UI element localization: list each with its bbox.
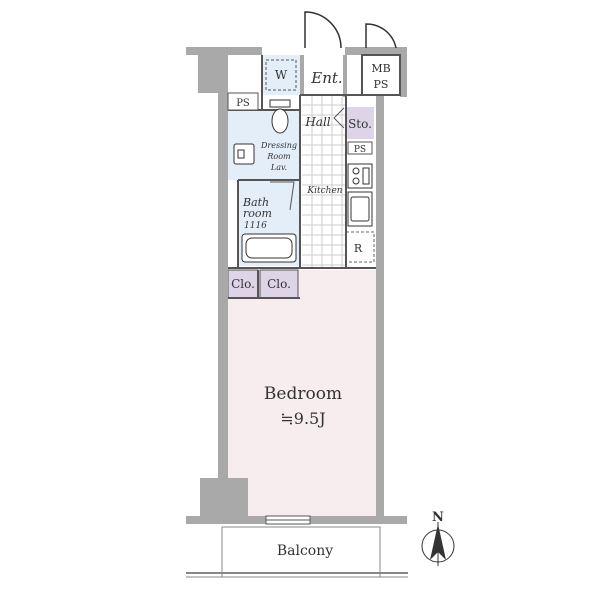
storage-label: Sto. [348, 117, 372, 131]
dressing-room-label-3: Lav. [270, 163, 287, 172]
pipe-space-left [227, 92, 259, 111]
dressing-room-label-2: Room [266, 152, 291, 161]
washer-space [265, 59, 297, 91]
kitchen-label: Kitchen [306, 186, 342, 196]
storage-floor [346, 107, 374, 139]
hall-kitchen-tiles [302, 95, 346, 267]
bedroom-floor [228, 270, 376, 520]
wall-bottom-left [186, 516, 266, 524]
sink-icon [347, 191, 373, 227]
wall-right [376, 95, 384, 520]
meter-box-ps-label: PS [374, 78, 389, 91]
pipe-space-kitchen-label: PS [354, 145, 366, 155]
meter-box-label: MB [371, 62, 390, 75]
wall-mid-top [300, 55, 304, 95]
sink-icon [233, 143, 255, 165]
bathroom-size-label: 1116 [244, 221, 267, 231]
pipe-space-left-label: PS [236, 98, 250, 109]
wall-left-col-top [198, 55, 226, 93]
door-swing-icon [270, 181, 295, 211]
toilet-icon [269, 99, 291, 134]
bedroom-area-label: ≒9.5J [280, 409, 325, 428]
wall-left-col-bottom [200, 478, 248, 520]
meter-box-frame [361, 54, 401, 96]
balcony-label: Balcony [277, 543, 333, 559]
entrance-label: Ent. [310, 69, 342, 87]
wall-right-top [400, 55, 407, 97]
closet-right-label: Clo. [267, 277, 291, 291]
refrigerator-label: R [354, 242, 363, 255]
meter-box: MB PS [361, 23, 401, 96]
compass-rose-icon [421, 522, 455, 566]
tile-grid [302, 95, 346, 267]
stove-icon [347, 163, 373, 189]
bathroom-label-2: room [243, 207, 272, 220]
balcony-window[interactable] [265, 515, 311, 525]
walls [186, 47, 407, 524]
washer-label: W [275, 68, 288, 82]
entrance-door[interactable] [304, 11, 342, 49]
dressing-room-label-1: Dressing [260, 141, 297, 150]
wall-left [218, 55, 228, 515]
compass-north-label: N [432, 510, 444, 525]
refrigerator-space [345, 231, 375, 263]
bedroom-label: Bedroom [264, 384, 342, 404]
door-swing-icon [304, 11, 342, 49]
hall-label: Hall [304, 115, 330, 129]
closet-left-floor [227, 269, 259, 299]
closet-right-floor [259, 269, 299, 299]
wall-entrance-right [343, 55, 347, 97]
wall-bottom-right [310, 516, 407, 524]
wall-top-left [186, 47, 262, 55]
closet-left-label: Clo. [231, 277, 255, 291]
wall-top-right [345, 47, 407, 55]
tile-area [302, 95, 346, 267]
pipe-space-kitchen [347, 141, 373, 155]
balcony-area [221, 526, 381, 574]
bathtub-icon [241, 233, 297, 263]
bathroom-label-1: Bath [242, 196, 269, 209]
balcony [186, 526, 408, 578]
door-swing-icon [333, 107, 345, 129]
washer-space-floor [262, 55, 300, 95]
door-swing-icon [365, 23, 397, 49]
